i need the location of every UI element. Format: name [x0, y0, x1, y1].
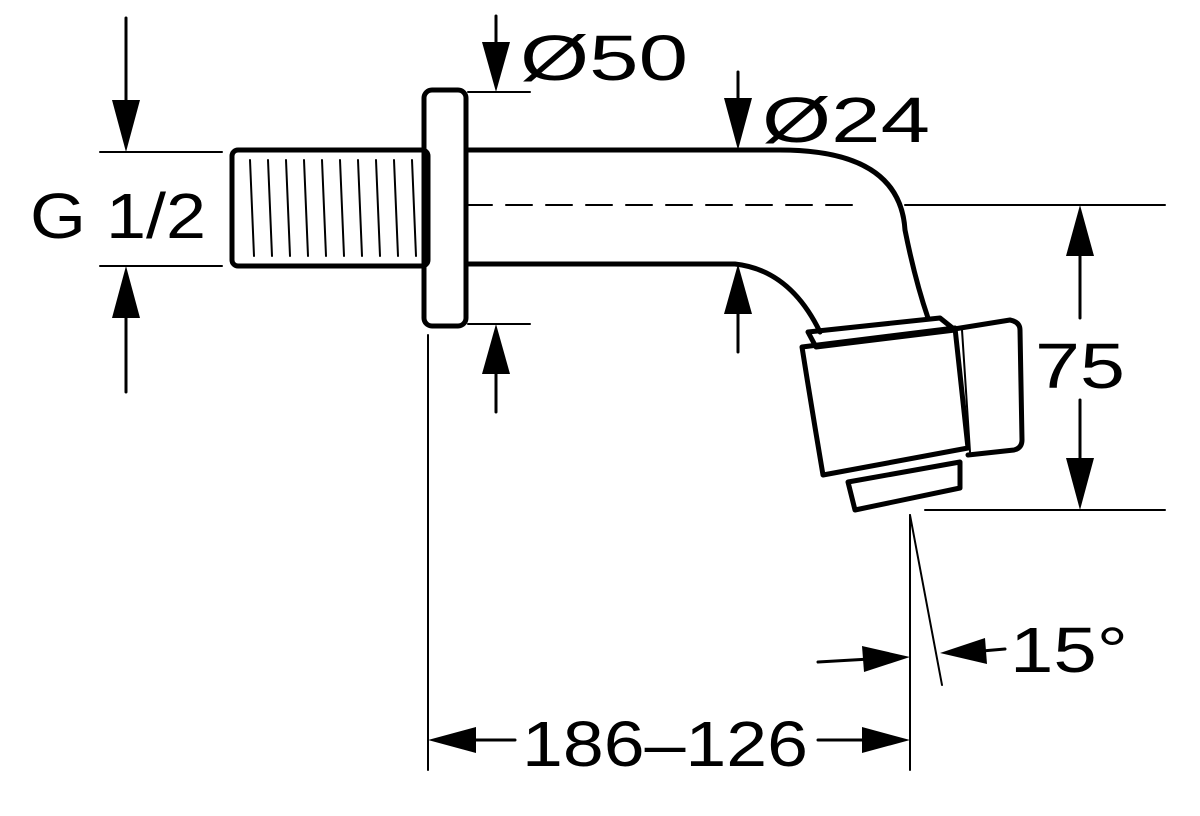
threaded-connector: [229, 147, 431, 269]
length-dimension-arrows: [428, 727, 910, 753]
aerator-nozzle: [799, 315, 1025, 513]
pipe-diameter-label: Ø24: [762, 84, 930, 156]
height-label: 75: [1035, 330, 1125, 402]
pipe-dimension-arrows: [724, 70, 752, 354]
extension-lines: [99, 91, 1166, 771]
length-label: 186–126: [522, 708, 808, 780]
thread-size-label: G 1/2: [30, 180, 206, 252]
angle-label: 15°: [1010, 614, 1128, 686]
height-dimension-arrows: [1066, 205, 1094, 510]
angle-dimension-arrows: [816, 638, 1007, 672]
thread-dimension-arrows: [112, 16, 140, 394]
wall-flange: [421, 87, 469, 329]
flange-diameter-label: Ø50: [520, 22, 688, 94]
spout-pipe: [463, 147, 931, 335]
flange-dimension-arrows: [482, 14, 510, 414]
